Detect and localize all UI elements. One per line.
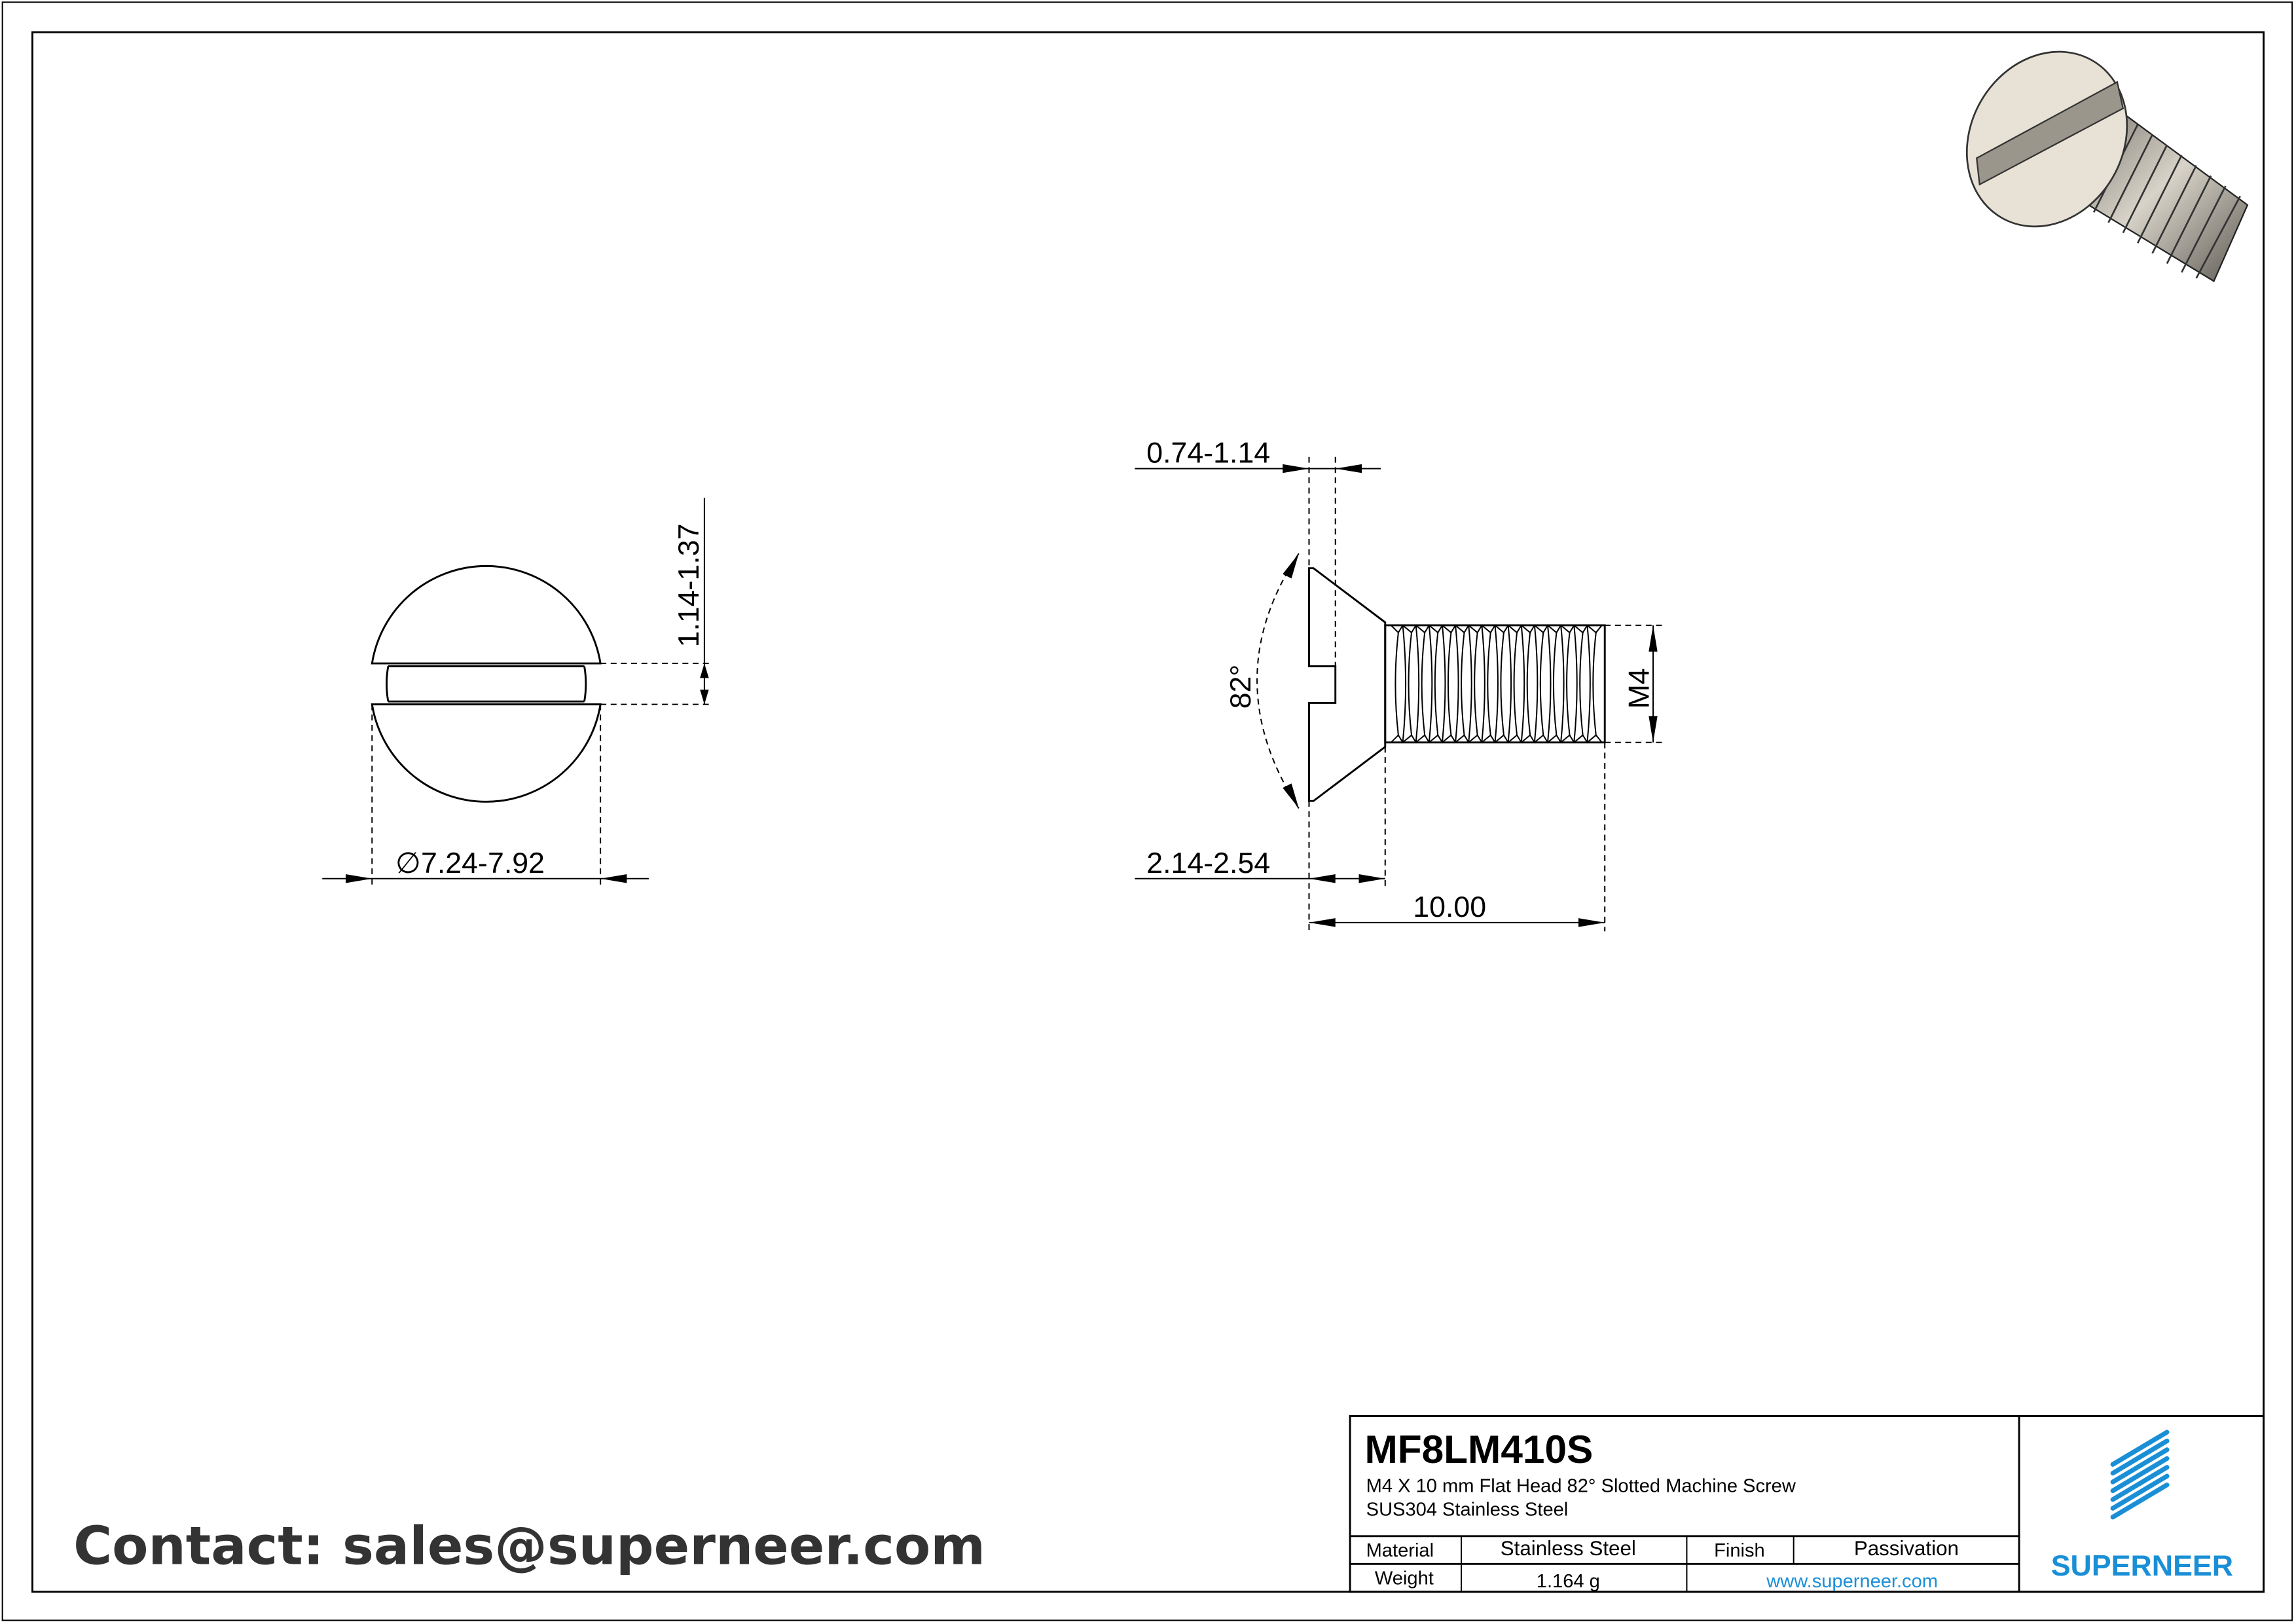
superneer-logo-icon — [2110, 1430, 2170, 1520]
finish-value: Passivation — [1854, 1537, 1959, 1560]
part-number: MF8LM410S — [1364, 1427, 1593, 1471]
head-height-dimension: 2.14-2.54 — [1146, 847, 1270, 879]
side-view: 0.74-1.14 82° M4 2.14-2.54 10.00 — [1135, 437, 1664, 932]
finish-label: Finish — [1714, 1540, 1765, 1561]
slot-width-dimension: 0.74-1.14 — [1146, 437, 1270, 470]
website-link[interactable]: www.superneer.com — [1766, 1571, 1938, 1592]
material-spec: SUS304 Stainless Steel — [1366, 1500, 1569, 1521]
weight-label: Weight — [1375, 1568, 1434, 1589]
contact-text: Contact: sales@superneer.com — [73, 1515, 985, 1576]
title-block: MF8LM410S M4 X 10 mm Flat Head 82° Slott… — [1349, 1414, 2265, 1593]
brand-name: SUPERNEER — [2051, 1550, 2233, 1582]
material-label: Material — [1366, 1540, 1434, 1561]
thread-dimension: M4 — [1623, 668, 1655, 709]
length-dimension: 10.00 — [1413, 891, 1486, 923]
description: M4 X 10 mm Flat Head 82° Slotted Machine… — [1366, 1476, 1796, 1497]
slot-depth-dimension: 1.14-1.37 — [673, 523, 705, 647]
material-value: Stainless Steel — [1501, 1537, 1636, 1560]
head-angle-dimension: 82° — [1225, 665, 1257, 709]
screw-3d-render — [1965, 50, 2249, 282]
weight-value: 1.164 g — [1537, 1571, 1600, 1592]
head-diameter-dimension: ∅7.24-7.92 — [395, 847, 545, 879]
inner-frame — [31, 31, 2265, 1593]
front-view: 1.14-1.37 ∅7.24-7.92 — [322, 498, 712, 885]
